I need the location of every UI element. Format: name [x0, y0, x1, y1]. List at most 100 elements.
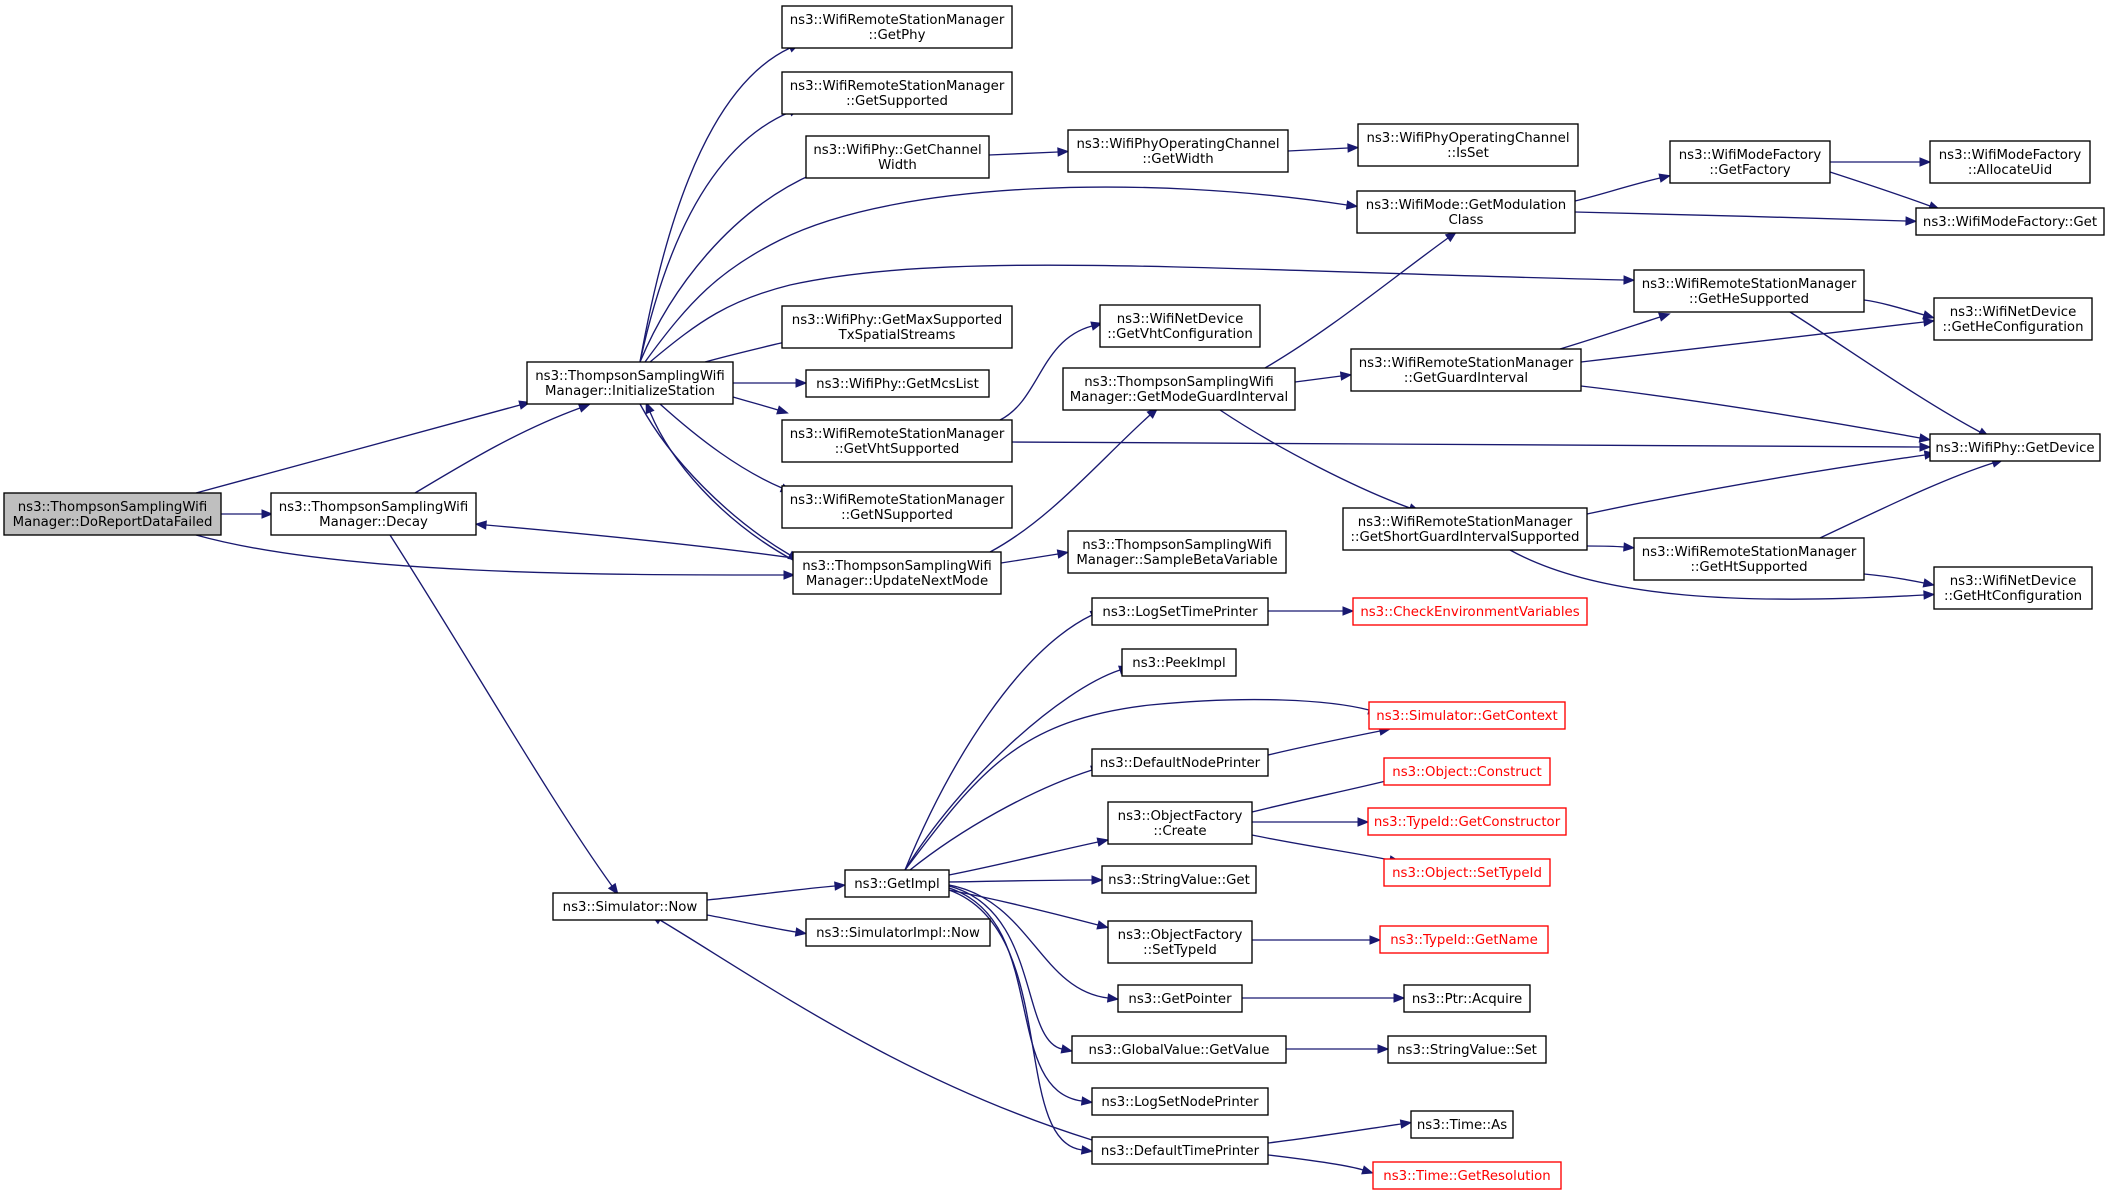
node-getsupported[interactable]: ns3::WifiRemoteStationManager::GetSuppor…	[781, 71, 1013, 115]
node-htconf[interactable]: ns3::WifiNetDevice::GetHtConfiguration	[1933, 566, 2093, 610]
node-label: ns3::CheckEnvironmentVariables	[1360, 605, 1579, 620]
node-init[interactable]: ns3::ThompsonSamplingWifiManager::Initia…	[526, 361, 734, 405]
node-ofcreate[interactable]: ns3::ObjectFactory::Create	[1107, 801, 1253, 845]
node-htsup[interactable]: ns3::WifiRemoteStationManager::GetHtSupp…	[1633, 537, 1865, 581]
edge-arrowhead	[1057, 147, 1070, 157]
node-heconf[interactable]: ns3::WifiNetDevice::GetHeConfiguration	[1933, 297, 2093, 341]
node-sgisup[interactable]: ns3::WifiRemoteStationManager::GetShortG…	[1342, 507, 1588, 551]
node-ofsettypeid[interactable]: ns3::ObjectFactory::SetTypeId	[1107, 920, 1253, 964]
edge-line	[1267, 730, 1381, 756]
edge-line	[485, 524, 794, 559]
node-box	[1062, 367, 1296, 411]
edge-arrowhead	[1919, 157, 1932, 167]
node-hesup[interactable]: ns3::WifiRemoteStationManager::GetHeSupp…	[1633, 269, 1865, 313]
node-box	[1633, 537, 1865, 581]
node-checkenv[interactable]: ns3::CheckEnvironmentVariables	[1352, 597, 1588, 626]
node-box	[805, 918, 991, 947]
node-box	[1633, 269, 1865, 313]
node-mcslist[interactable]: ns3::WifiPhy::GetMcsList	[805, 369, 990, 398]
edge-arrowhead	[1922, 310, 1935, 320]
node-getphy[interactable]: ns3::WifiRemoteStationManager::GetPhy	[781, 5, 1013, 49]
node-label: ns3::WifiRemoteStationManager	[1359, 356, 1574, 371]
edge-line	[948, 887, 1083, 1102]
node-box	[781, 485, 1013, 529]
node-gvgetvalue[interactable]: ns3::GlobalValue::GetValue	[1071, 1035, 1287, 1064]
node-label: Manager::Decay	[319, 515, 428, 530]
node-update[interactable]: ns3::ThompsonSamplingWifiManager::Update…	[792, 551, 1002, 595]
edge-getpointer-to-ptracquire	[1242, 993, 1406, 1003]
node-box	[1379, 925, 1549, 954]
node-box	[1915, 207, 2105, 236]
node-deftimeprinter[interactable]: ns3::DefaultTimePrinter	[1091, 1136, 1269, 1165]
node-objconstruct[interactable]: ns3::Object::Construct	[1383, 757, 1551, 786]
node-label: ns3::TypeId::GetName	[1390, 933, 1538, 948]
edge-modegi-to-sgisup	[1219, 409, 1421, 513]
node-getdevice[interactable]: ns3::WifiPhy::GetDevice	[1929, 433, 2101, 462]
edge-arrowhead	[1905, 216, 1918, 226]
node-getconstructor[interactable]: ns3::TypeId::GetConstructor	[1367, 807, 1567, 836]
edge-modclass-to-getfactory	[1574, 173, 1672, 202]
node-maxsts[interactable]: ns3::WifiPhy::GetMaxSupportedTxSpatialSt…	[781, 305, 1013, 349]
edge-arrowhead	[776, 405, 789, 415]
node-label: ns3::LogSetNodePrinter	[1101, 1095, 1259, 1110]
edge-update-to-samplebeta	[1000, 549, 1070, 564]
node-box	[270, 492, 477, 536]
node-label: ::GetHtSupported	[1690, 560, 1807, 575]
node-allocuid[interactable]: ns3::WifiModeFactory::AllocateUid	[1929, 140, 2091, 184]
node-opisset[interactable]: ns3::WifiPhyOperatingChannel::IsSet	[1357, 123, 1579, 167]
edge-line	[1251, 779, 1391, 813]
edge-arrowhead	[1345, 200, 1359, 210]
node-label: ns3::Object::Construct	[1392, 765, 1541, 780]
node-label: ::SetTypeId	[1143, 943, 1217, 958]
node-logsetnp[interactable]: ns3::LogSetNodePrinter	[1091, 1087, 1269, 1116]
edge-gvgetvalue-to-svset	[1286, 1044, 1390, 1054]
node-peekimpl[interactable]: ns3::PeekImpl	[1121, 648, 1237, 677]
node-opgetwidth[interactable]: ns3::WifiPhyOperatingChannel::GetWidth	[1067, 129, 1289, 173]
node-settypeid[interactable]: ns3::Object::SetTypeId	[1383, 858, 1551, 887]
node-mfget[interactable]: ns3::WifiModeFactory::Get	[1915, 207, 2105, 236]
edge-deftimeprinter-to-now	[650, 914, 1093, 1141]
node-label: Manager::SampleBetaVariable	[1076, 553, 1277, 568]
node-svget[interactable]: ns3::StringValue::Get	[1101, 865, 1257, 894]
edge-line	[1789, 311, 1981, 433]
edge-getfactory-to-allocuid	[1830, 157, 1932, 167]
node-label: ns3::WifiPhy::GetChannel	[813, 143, 981, 158]
node-simimplnow[interactable]: ns3::SimulatorImpl::Now	[805, 918, 991, 947]
node-getresolution[interactable]: ns3::Time::GetResolution	[1372, 1161, 1562, 1190]
node-getimpl[interactable]: ns3::GetImpl	[844, 869, 950, 898]
edge-line	[195, 404, 521, 494]
node-vhtconf[interactable]: ns3::WifiNetDevice::GetVhtConfiguration	[1099, 304, 1261, 348]
node-label: ns3::ObjectFactory	[1118, 809, 1243, 824]
node-getfactory[interactable]: ns3::WifiModeFactory::GetFactory	[1669, 140, 1831, 184]
node-box	[792, 551, 1002, 595]
node-nsup[interactable]: ns3::WifiRemoteStationManager::GetNSuppo…	[781, 485, 1013, 529]
node-label: Manager::UpdateNextMode	[806, 574, 988, 589]
node-label: ::GetVhtSupported	[835, 442, 960, 457]
node-defnodeprinter[interactable]: ns3::DefaultNodePrinter	[1091, 748, 1269, 777]
node-timeas[interactable]: ns3::Time::As	[1410, 1110, 1514, 1139]
node-logsettp[interactable]: ns3::LogSetTimePrinter	[1091, 597, 1269, 626]
node-label: ::GetFactory	[1709, 163, 1790, 178]
node-root[interactable]: ns3::ThompsonSamplingWifiManager::DoRepo…	[3, 492, 222, 536]
node-ptracquire[interactable]: ns3::Ptr::Acquire	[1403, 984, 1531, 1013]
edge-ofcreate-to-objconstruct	[1251, 775, 1402, 813]
node-label: Manager::DoReportDataFailed	[13, 515, 213, 530]
node-typeidgetname[interactable]: ns3::TypeId::GetName	[1379, 925, 1549, 954]
node-svset[interactable]: ns3::StringValue::Set	[1387, 1035, 1547, 1064]
node-vhtsup[interactable]: ns3::WifiRemoteStationManager::GetVhtSup…	[781, 419, 1013, 463]
edge-modclass-to-mfget	[1574, 211, 1918, 226]
node-getcontext[interactable]: ns3::Simulator::GetContext	[1368, 701, 1566, 730]
edge-line	[1000, 553, 1059, 564]
edge-line	[639, 403, 791, 556]
node-box	[1352, 597, 1588, 626]
node-getgi[interactable]: ns3::WifiRemoteStationManager::GetGuardI…	[1350, 348, 1582, 392]
node-label: ns3::WifiNetDevice	[1950, 574, 2077, 589]
node-now[interactable]: ns3::Simulator::Now	[552, 892, 708, 921]
node-getpointer[interactable]: ns3::GetPointer	[1117, 984, 1243, 1013]
node-modegi[interactable]: ns3::ThompsonSamplingWifiManager::GetMod…	[1062, 367, 1296, 411]
edge-line	[1574, 177, 1661, 202]
node-samplebeta[interactable]: ns3::ThompsonSamplingWifiManager::Sample…	[1067, 530, 1287, 574]
